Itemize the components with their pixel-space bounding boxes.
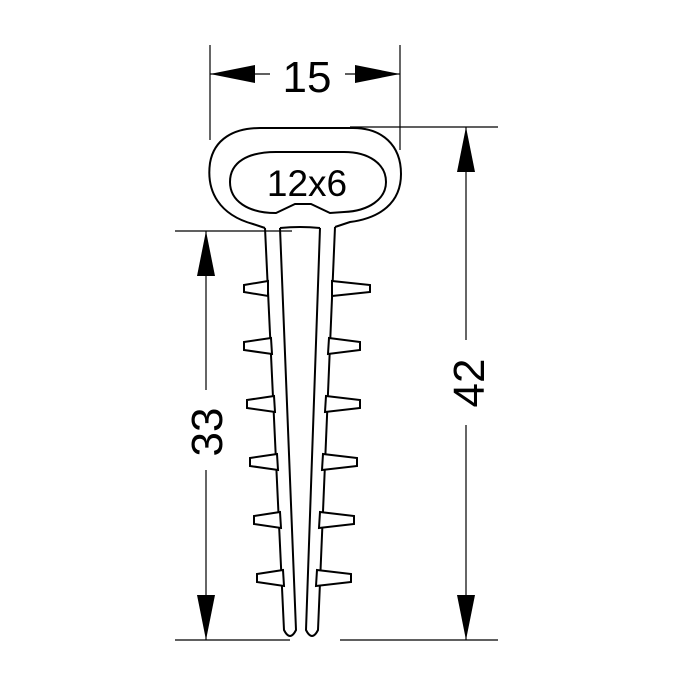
barb-right-5	[317, 510, 355, 530]
head-inner-outline	[228, 151, 388, 215]
head-outer-outline	[208, 127, 403, 229]
width-arrow-right	[355, 65, 400, 83]
barbs-left	[243, 279, 286, 588]
shaft-length-dimension	[175, 230, 292, 641]
width-label: 15	[283, 53, 332, 102]
barb-right-3	[323, 394, 361, 414]
total-arrow-bottom	[457, 595, 475, 640]
leg-slot	[279, 226, 321, 229]
shaft-length-label: 33	[183, 408, 232, 457]
shaft-arrow-bottom	[197, 595, 215, 640]
barb-left-6	[256, 568, 286, 588]
head-size-label: 12x6	[267, 163, 347, 204]
right-leg	[304, 226, 336, 637]
barb-right-6	[314, 568, 352, 588]
total-length-dimension	[340, 126, 498, 641]
barb-left-4	[249, 452, 280, 472]
barb-right-1	[331, 279, 371, 298]
width-arrow-left	[210, 65, 255, 83]
shaft-arrow-top	[197, 231, 215, 276]
barb-left-1	[243, 279, 269, 298]
barb-left-3	[246, 394, 277, 414]
barb-left-5	[253, 510, 283, 530]
barb-left-2	[243, 336, 274, 356]
barb-right-4	[320, 452, 358, 472]
width-dimension	[209, 45, 401, 150]
left-leg	[264, 227, 298, 637]
total-length-label: 42	[445, 359, 494, 408]
clip-head	[208, 127, 403, 229]
barb-right-2	[326, 336, 361, 356]
clip-legs	[264, 226, 336, 637]
total-arrow-top	[457, 127, 475, 172]
barbs-right	[314, 279, 371, 588]
